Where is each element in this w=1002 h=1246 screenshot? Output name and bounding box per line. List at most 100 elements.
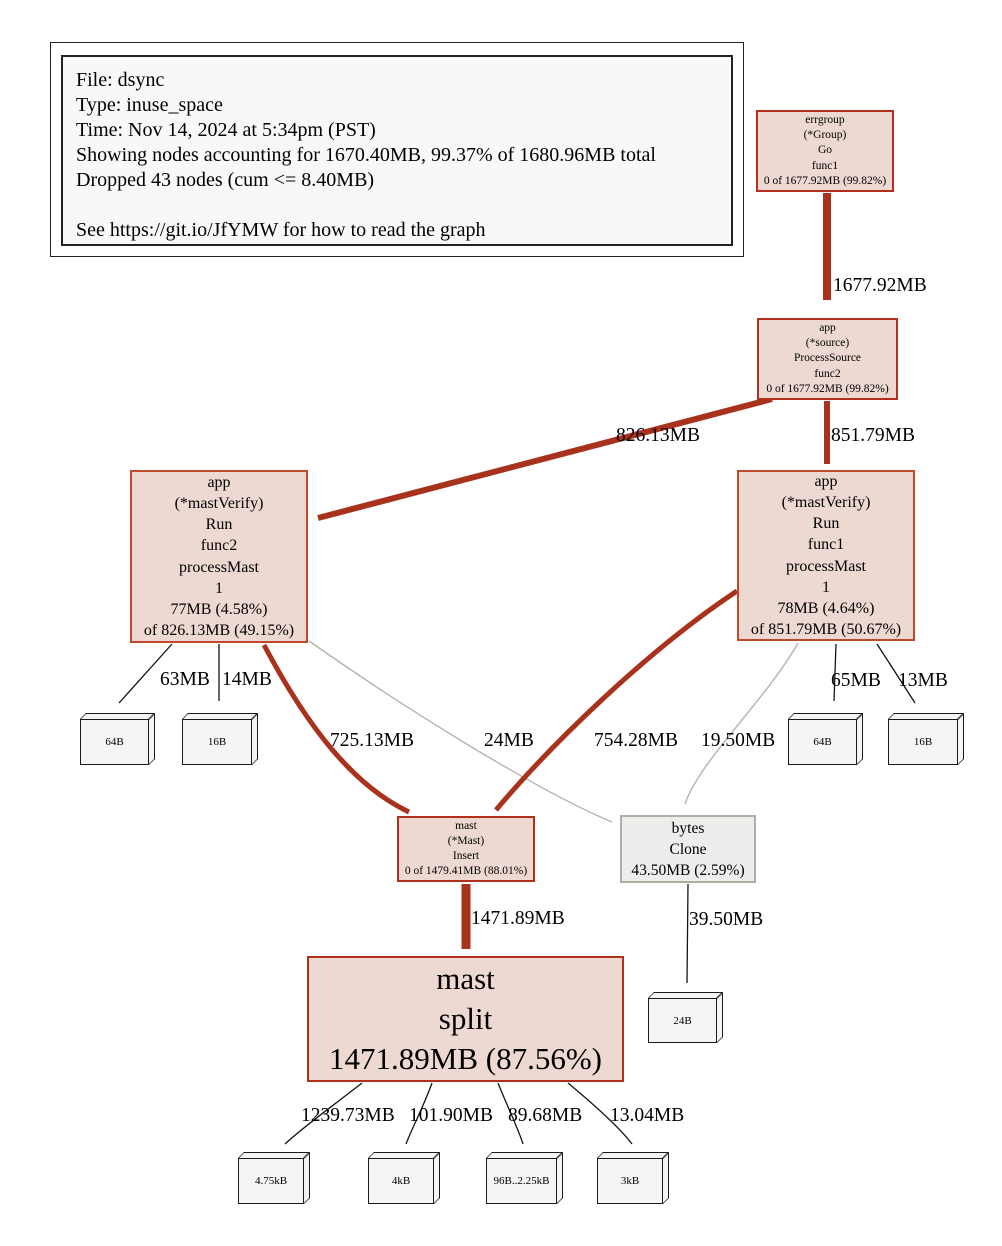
node-mast-verify-right-line: 78MB (4.64%) xyxy=(777,599,875,617)
node-bytes-clone[interactable]: bytes Clone 43.50MB (2.59%) xyxy=(620,815,756,883)
node-mast-split[interactable]: mast split 1471.89MB (87.56%) xyxy=(307,956,624,1082)
node-mast-verify-right[interactable]: app (*mastVerify) Run func1 processMast … xyxy=(737,470,915,641)
node-leaf-96b[interactable]: 96B..2.25kB xyxy=(486,1152,563,1204)
node-mast-verify-left-line: (*mastVerify) xyxy=(174,494,264,512)
node-leaf-16b-left[interactable]: 16B xyxy=(182,713,258,765)
edge-label: 13.04MB xyxy=(610,1105,685,1126)
node-process-source-line: 0 of 1677.92MB (99.82%) xyxy=(766,382,889,395)
node-process-source-line: app xyxy=(819,321,836,334)
node-mast-verify-left-line: Run xyxy=(205,516,233,534)
node-mast-verify-right-line: processMast xyxy=(786,557,866,575)
node-mast-insert-line: 0 of 1479.41MB (88.01%) xyxy=(404,865,528,878)
node-mast-insert-line: mast xyxy=(455,819,477,832)
node-leaf-64b-right[interactable]: 64B xyxy=(788,713,863,765)
node-mast-verify-right-line: of 851.79MB (50.67%) xyxy=(750,621,902,639)
node-mast-verify-left[interactable]: app (*mastVerify) Run func2 processMast … xyxy=(130,470,308,643)
edge-label: 13MB xyxy=(898,670,948,691)
node-mast-verify-left-line: of 826.13MB (49.15%) xyxy=(143,622,295,640)
edge-split-4kb xyxy=(405,1082,433,1145)
edge-rightverify-insert xyxy=(494,588,739,812)
edge-label: 1239.73MB xyxy=(301,1105,395,1126)
node-mast-verify-right-line: app xyxy=(814,472,838,490)
node-mast-verify-right-line: Run xyxy=(812,515,840,533)
node-bytes-clone-line: Clone xyxy=(669,840,707,858)
legend-help-link: See https://git.io/JfYMW for how to read… xyxy=(76,219,486,241)
edge-rightverify-64b xyxy=(833,643,837,702)
box-side-face xyxy=(663,1152,669,1204)
box-side-face xyxy=(958,713,964,765)
node-mast-split-line: mast xyxy=(436,961,495,996)
legend-inner: File: dsync Type: inuse_space Time: Nov … xyxy=(61,55,733,246)
node-mast-insert[interactable]: mast (*Mast) Insert 0 of 1479.41MB (88.0… xyxy=(397,816,535,882)
edge-label: 89.68MB xyxy=(508,1105,583,1126)
box-side-face xyxy=(857,713,863,765)
node-mast-split-line: split xyxy=(438,1001,493,1036)
box-front-face: 64B xyxy=(788,719,857,765)
node-errgroup-line: Go xyxy=(817,144,833,157)
node-process-source[interactable]: app (*source) ProcessSource func2 0 of 1… xyxy=(757,318,898,400)
legend-file: File: dsync xyxy=(76,69,165,91)
legend-time: Time: Nov 14, 2024 at 5:34pm (PST) xyxy=(76,119,376,141)
box-side-face xyxy=(149,713,155,765)
box-front-face: 64B xyxy=(80,719,149,765)
box-front-face: 4.75kB xyxy=(238,1158,304,1204)
node-mast-verify-right-line: (*mastVerify) xyxy=(781,493,871,511)
edge-leftverify-insert xyxy=(261,643,411,815)
node-leaf-4kb[interactable]: 4kB xyxy=(368,1152,440,1204)
legend-dropped: Dropped 43 nodes (cum <= 8.40MB) xyxy=(76,169,375,191)
node-errgroup-line: 0 of 1677.92MB (99.82%) xyxy=(763,174,887,187)
node-mast-verify-left-line: app xyxy=(207,473,231,491)
node-errgroup-line: func1 xyxy=(811,159,839,172)
node-mast-insert-line: (*Mast) xyxy=(447,834,485,847)
edge-label: 725.13MB xyxy=(330,730,414,751)
box-side-face xyxy=(304,1152,310,1204)
node-process-source-line: ProcessSource xyxy=(793,352,862,365)
node-errgroup-line: errgroup xyxy=(805,113,845,126)
edge-rightverify-16b xyxy=(876,643,916,704)
node-mast-verify-right-line: 1 xyxy=(822,578,830,596)
node-mast-verify-left-line: processMast xyxy=(179,558,259,576)
edge-label: 14MB xyxy=(222,669,272,690)
edge-label: 65MB xyxy=(831,670,881,691)
node-mast-verify-right-line: func1 xyxy=(807,536,845,554)
edge-label: 851.79MB xyxy=(831,425,915,446)
box-front-face: 96B..2.25kB xyxy=(486,1158,557,1204)
edge-split-475kb xyxy=(284,1082,363,1145)
node-leaf-3kb[interactable]: 3kB xyxy=(597,1152,669,1204)
edge-label: 101.90MB xyxy=(409,1105,493,1126)
node-mast-split-line: 1471.89MB (87.56%) xyxy=(329,1041,602,1076)
edge-leftverify-clone xyxy=(308,640,613,823)
node-leaf-475kb[interactable]: 4.75kB xyxy=(238,1152,310,1204)
node-errgroup-line: (*Group) xyxy=(803,129,847,142)
edge-label: 24MB xyxy=(484,730,534,751)
node-leaf-64b-left[interactable]: 64B xyxy=(80,713,155,765)
edge-app-leftverify xyxy=(317,396,773,521)
node-process-source-line: (*source) xyxy=(805,337,850,350)
node-leaf-16b-right[interactable]: 16B xyxy=(888,713,964,765)
edge-rightverify-clone xyxy=(684,642,799,805)
box-front-face: 4kB xyxy=(368,1158,434,1204)
edge-clone-24b xyxy=(686,883,689,984)
edge-split-96b xyxy=(497,1082,524,1145)
node-leaf-24b[interactable]: 24B xyxy=(648,992,723,1043)
legend-type: Type: inuse_space xyxy=(76,94,223,116)
node-mast-verify-left-line: 1 xyxy=(215,579,223,597)
node-mast-verify-left-line: func2 xyxy=(200,537,238,555)
node-mast-verify-left-line: 77MB (4.58%) xyxy=(170,600,268,618)
node-errgroup[interactable]: errgroup (*Group) Go func1 0 of 1677.92M… xyxy=(756,110,894,192)
edge-label: 1677.92MB xyxy=(833,275,927,296)
edge-label: 39.50MB xyxy=(689,909,764,930)
edge-label: 754.28MB xyxy=(594,730,678,751)
edge-split-3kb xyxy=(567,1082,633,1145)
node-bytes-clone-line: bytes xyxy=(671,819,705,837)
edge-label: 63MB xyxy=(160,669,210,690)
edge-label: 826.13MB xyxy=(616,425,700,446)
node-bytes-clone-line: 43.50MB (2.59%) xyxy=(631,861,745,879)
box-front-face: 3kB xyxy=(597,1158,663,1204)
box-side-face xyxy=(252,713,258,765)
edge-leftverify-64b xyxy=(118,643,173,704)
node-process-source-line: func2 xyxy=(814,367,841,380)
box-side-face xyxy=(557,1152,563,1204)
box-side-face xyxy=(717,992,723,1043)
